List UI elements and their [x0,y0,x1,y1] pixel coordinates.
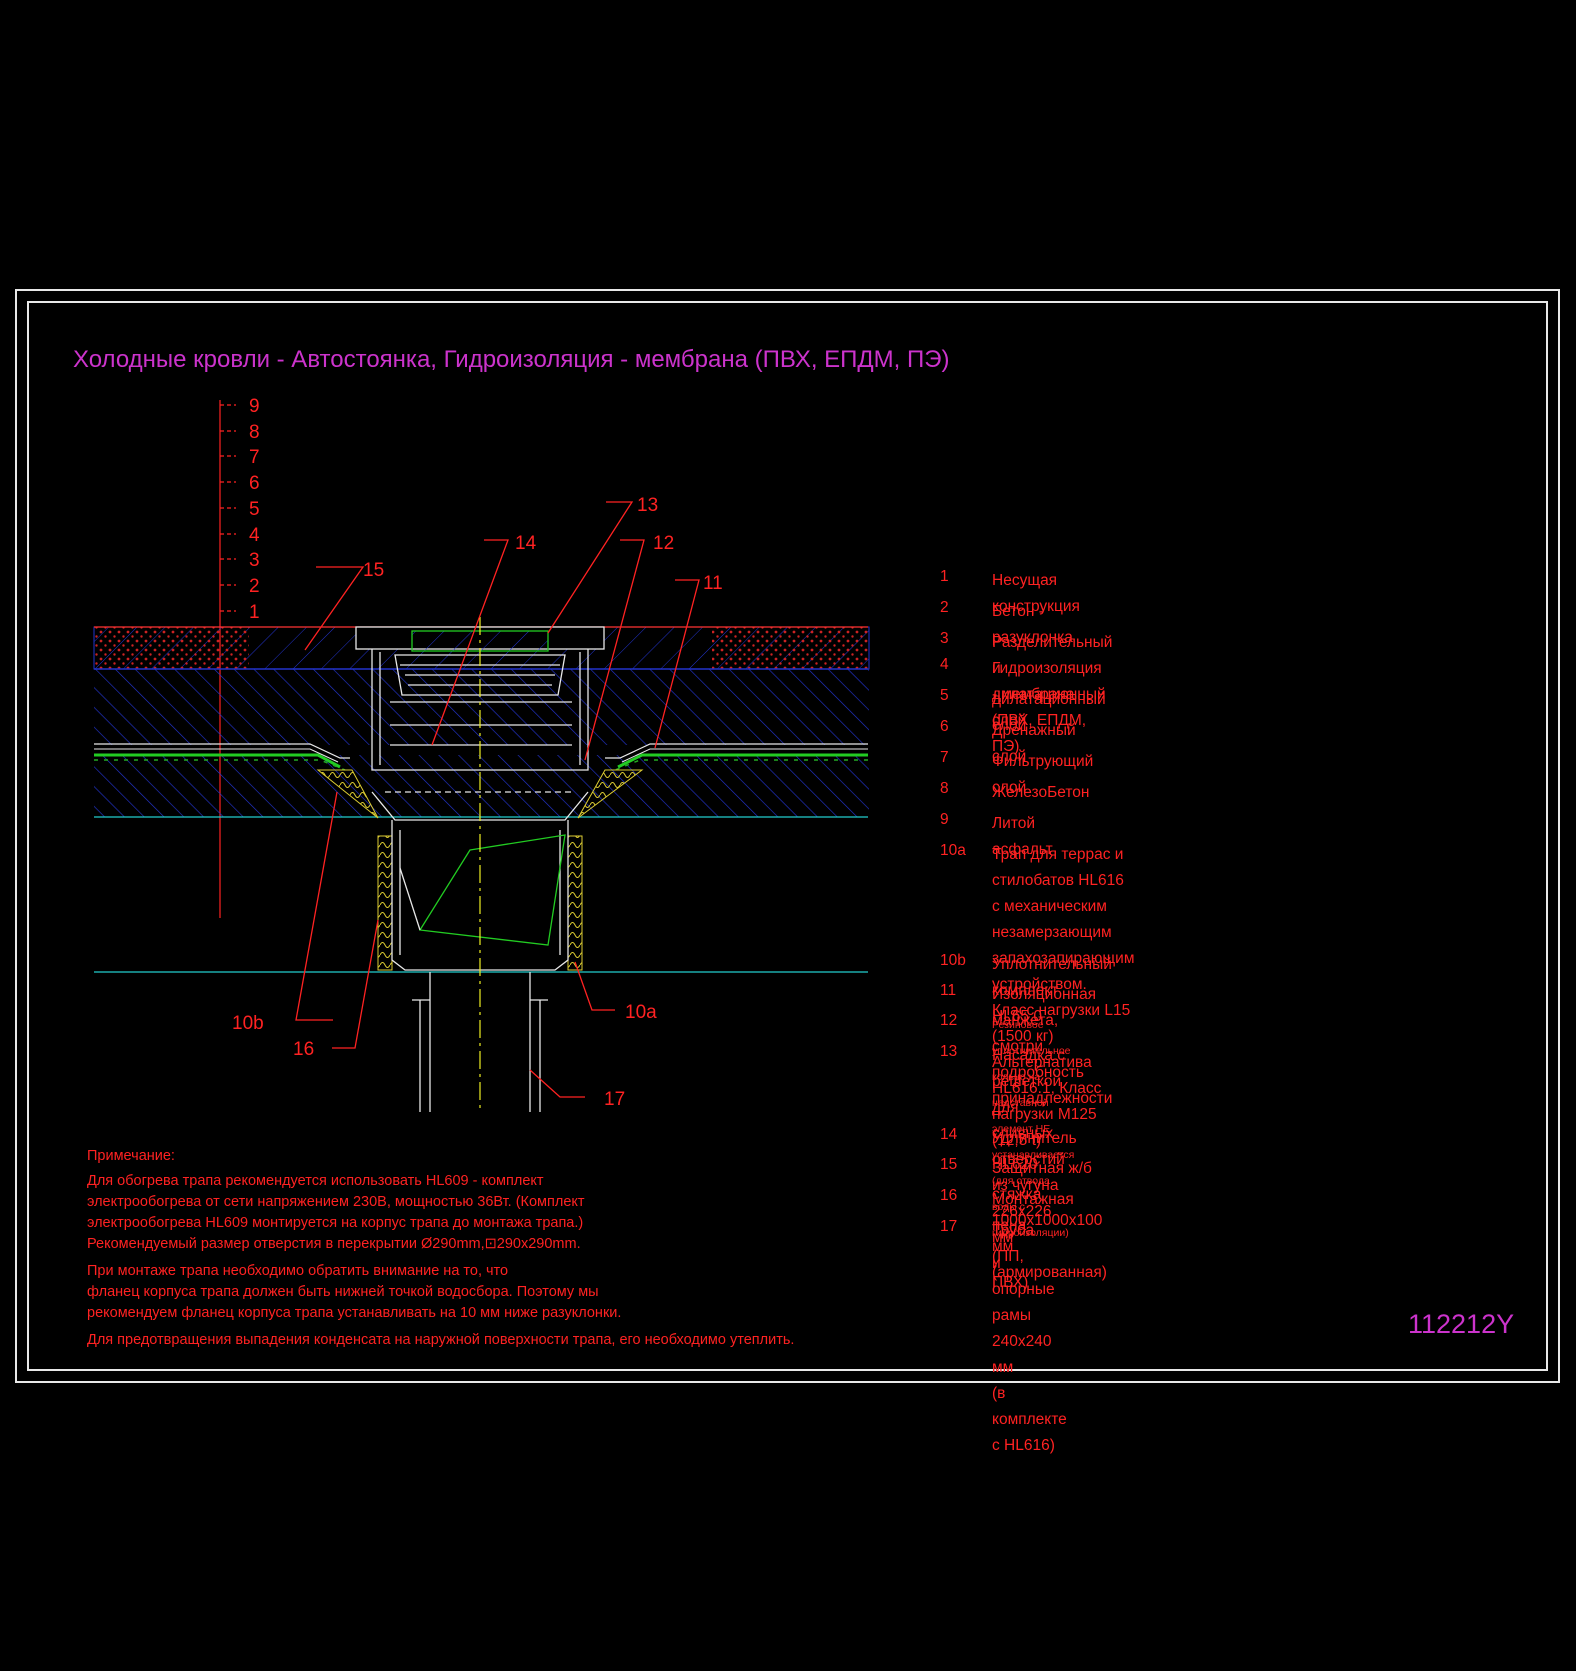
leader-lines [295,501,700,1098]
legend-text: Монтажная пена [992,1191,1074,1234]
callout-11: 11 [703,573,723,594]
legend-text: Изоляционная манжета, смотри подробность… [992,986,1113,1107]
legend-number: 10a [940,842,966,859]
legend-text: Насадка с решеткой для сливных отверстий… [992,1047,1067,1454]
callout-13: 13 [637,495,658,516]
legend-number: 17 [940,1218,958,1235]
scale-label: 3 [249,550,260,571]
drawing-code: 112212Y [1408,1309,1515,1339]
legend-number: 16 [940,1187,958,1204]
legend-text: Разделительный и дилатационный слой [992,634,1113,729]
legend-number: 12 [940,1012,958,1029]
legend-number: 13 [940,1043,958,1060]
legend-number: 5 [940,687,949,704]
callout-10b: 10b [232,1013,264,1034]
callout-17: 17 [604,1089,625,1110]
legend-text: Труба (ПП, ПВХ) [992,1222,1035,1291]
notes-heading: Примечание: [87,1148,175,1164]
legend-number: 3 [940,630,949,647]
legend-text: Фильтрующий слой [992,753,1094,796]
notes-paragraph-1: Для обогрева трапа рекомендуется использ… [87,1173,585,1252]
legend-number: 1 [940,568,949,585]
scale-label: 9 [249,396,260,417]
drawing-title: Холодные кровли - Автостоянка, Гидроизол… [73,346,950,373]
legend-number: 2 [940,599,949,616]
scale-label: 1 [249,602,260,623]
screed-layer [94,669,869,973]
scale-label: 8 [249,422,260,443]
legend-number: 4 [940,656,949,673]
legend-text: ЖелезоБетон [992,784,1090,801]
legend-text: Трап для террас и стилобатов HL616 с мех… [992,846,1135,1149]
legend-text: Бетон - разуклонка [992,603,1073,646]
scale-label: 6 [249,473,260,494]
legend-number: 7 [940,749,949,766]
legend-text: дилатационный слой [992,691,1106,734]
membrane-layers [94,743,868,771]
legend-text: Гидроизоляция - мембрана (ПВХ, ЕПДМ, ПЭ) [992,660,1102,755]
legend-number: 8 [940,780,949,797]
legend-text: Литой асфальт [992,815,1053,858]
legend-number: 14 [940,1126,958,1143]
callout-10a: 10a [625,1002,657,1023]
callout-16: 16 [293,1039,314,1060]
notes-paragraph-2: При монтаже трапа необходимо обратить вн… [87,1263,622,1321]
scale-label: 4 [249,525,260,546]
legend-text: Удлинитель HL620 [992,1130,1077,1173]
legend-text: Защитная ж/б стяжка 1000x1000x100 мм (ар… [992,1160,1107,1281]
drawing-inner-frame [27,301,1548,1371]
notes: Примечание: Для обогрева трапа рекоменду… [87,1146,794,1357]
legend-text: Резиновое уплотнительное кольцо на надст… [992,1019,1075,1239]
callout-14: 14 [515,533,537,554]
notes-paragraph-3: Для предотвращения выпадения конденсата … [87,1332,795,1348]
scale-label: 5 [249,499,260,520]
legend-text: Уплотнительный комплект HL65.0 [992,956,1112,1025]
scale-label: 7 [249,447,260,468]
legend-text: Дренажный слой [992,722,1076,765]
drawing-outer-frame [15,289,1560,1383]
top-slab-layer [93,626,870,670]
legend-number: 6 [940,718,949,735]
legend-number: 9 [940,811,949,828]
legend-number: 10b [940,952,966,969]
legend-text: Несущая конструкция [992,572,1080,615]
legend-number: 11 [940,982,957,999]
scale-label: 2 [249,576,260,597]
insulation-wedges [316,769,644,971]
legend-number: 15 [940,1156,958,1173]
callout-12: 12 [653,533,674,554]
callout-15: 15 [363,560,384,581]
